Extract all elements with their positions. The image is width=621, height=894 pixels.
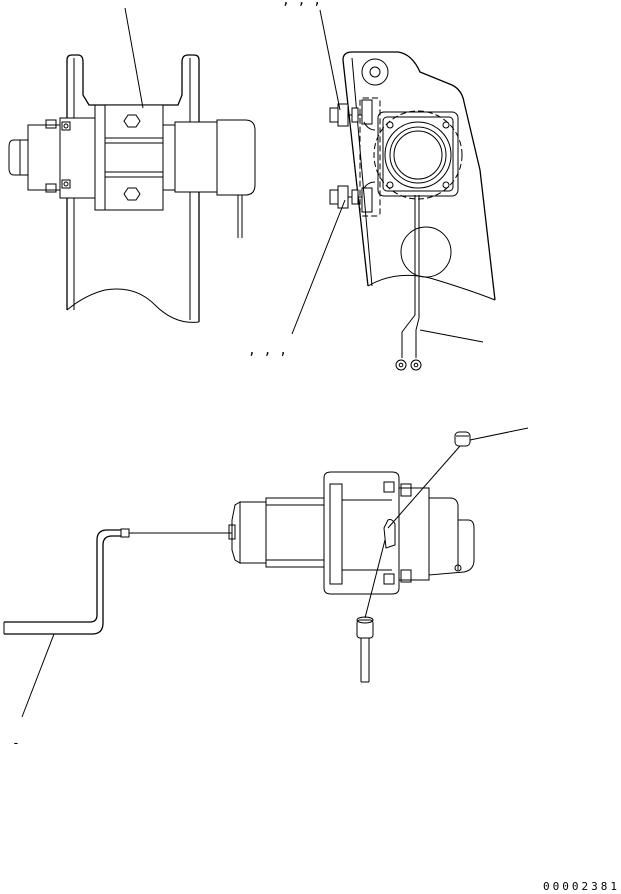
leader-line: [124, 7, 144, 109]
reference-separator: , , ,: [282, 0, 322, 8]
lower-view-motor-with-handle: [3, 427, 529, 718]
cap-icon: [454, 431, 471, 447]
reference-separator: , , ,: [248, 343, 288, 358]
ring-terminal-icon: [410, 359, 422, 371]
leader-line: [419, 329, 484, 343]
front-view-motor-assembly: [8, 7, 256, 323]
drawing-number: 00002381: [543, 880, 620, 893]
leader-line: [21, 633, 55, 718]
ring-terminal-icon: [395, 359, 407, 371]
side-view-bracket-assembly: [291, 9, 496, 371]
reference-dash: -: [12, 736, 20, 751]
leader-line: [319, 9, 341, 111]
leader-line: [291, 199, 346, 335]
leader-line: [469, 427, 529, 441]
